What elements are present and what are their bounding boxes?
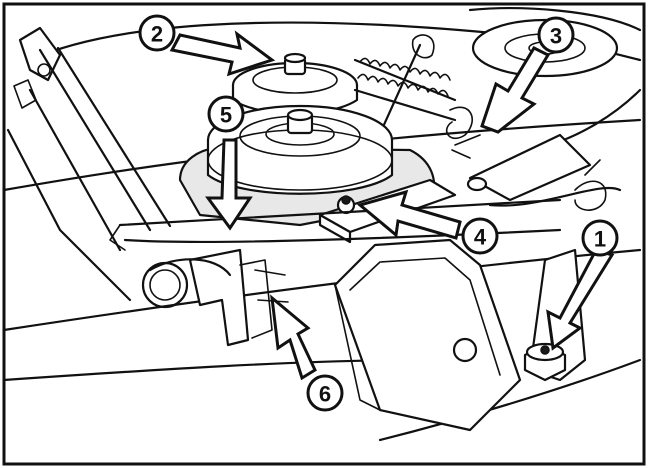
arrow-3 bbox=[480, 46, 551, 134]
arrow-1 bbox=[546, 248, 615, 351]
clevis-pin-assembly bbox=[141, 248, 289, 347]
left-linkage bbox=[6, 26, 172, 302]
deck-bolt bbox=[523, 248, 587, 382]
arrow-2 bbox=[169, 30, 276, 77]
callout-label-4: 4 bbox=[474, 225, 487, 250]
callout-1: 1 bbox=[581, 219, 619, 257]
callout-label-3: 3 bbox=[550, 24, 562, 49]
arrow-6 bbox=[270, 294, 317, 381]
callout-2: 2 bbox=[138, 14, 176, 52]
callout-label-2: 2 bbox=[151, 22, 163, 47]
arrow-5 bbox=[205, 138, 253, 231]
callout-label-5: 5 bbox=[220, 103, 232, 128]
arrow-4 bbox=[356, 189, 462, 240]
front-skid-plate bbox=[333, 238, 522, 432]
callout-4: 4 bbox=[461, 217, 499, 255]
callout-6: 6 bbox=[306, 374, 344, 412]
callout-5: 5 bbox=[207, 95, 245, 133]
callout-arrows bbox=[169, 30, 615, 381]
callout-label-1: 1 bbox=[594, 227, 606, 252]
callout-label-6: 6 bbox=[319, 382, 331, 407]
callout-3: 3 bbox=[537, 16, 575, 54]
